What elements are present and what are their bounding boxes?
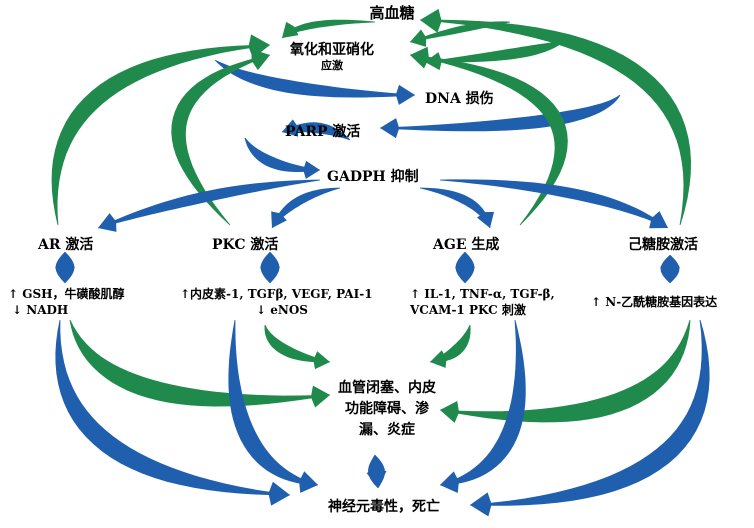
arrow-age-to-neuro-shaft <box>439 319 526 486</box>
arrow-hex-loop-to-hyper-head <box>420 8 442 33</box>
oxidative-stress-line1: 氧化和亚硝化 <box>290 42 374 58</box>
parp-node: PARP 激活 <box>285 124 361 140</box>
arrow-parp-to-gadph-shaft <box>244 137 320 172</box>
arrow-green-to-oxid-shaft <box>425 39 566 63</box>
age-effect-line2: VCAM-1 PKC 刺激 <box>410 303 526 317</box>
arrow-gadph-to-ar-head <box>98 213 117 232</box>
pkc-effect-line2: ↓ eNOS <box>256 303 308 317</box>
hexosamine-node: 己糖胺激活 <box>628 237 698 253</box>
pkc-node: PKC 激活 <box>212 237 279 253</box>
vascular-line1: 血管闭塞、内皮 <box>338 380 436 396</box>
arrow-green-to-oxid-head <box>425 52 442 71</box>
ar-effect-line2: ↓ NADH <box>12 303 69 317</box>
arrow-right-loop-to-parp-shaft <box>380 94 621 132</box>
arrow-gadph-to-pkc-head <box>271 211 287 228</box>
arrow-vascular-to-neuro-head <box>366 468 387 488</box>
ar-node: AR 激活 <box>38 237 94 253</box>
arrow-ar-loop-to-oxid-shaft <box>51 44 270 226</box>
arrow-parp-to-gadph-head <box>303 160 320 179</box>
arrow-to-parp-left-shaft <box>281 122 351 141</box>
arrow-age-to-neuro-head <box>440 471 459 493</box>
arrow-pkc-to-vascular-shaft <box>264 324 330 363</box>
arrow-ar-to-neuro-shaft <box>55 320 291 496</box>
pkc-effect-line1: ↑内皮素-1, TGFβ, VEGF, PAI-1 <box>180 287 373 301</box>
vascular-line3: 漏、炎症 <box>359 422 415 438</box>
arrow-ar-to-vascular-head <box>310 385 330 408</box>
arrow-hex-to-vascular-head <box>440 400 460 423</box>
arrow-gadph-to-age-shaft <box>420 187 491 229</box>
arrow-hex-to-neuro-shaft <box>470 319 710 506</box>
arrow-ar-down-head <box>55 263 75 283</box>
oxidative-stress-node: 氧化和亚硝化 应激 <box>290 42 374 74</box>
arrow-hex-to-neuro-head <box>470 492 492 517</box>
arrow-oxid-to-dna-head <box>395 84 415 105</box>
dna-damage-node: DNA 损伤 <box>425 91 494 107</box>
arrow-pkc-to-vascular-head <box>313 351 330 370</box>
arrow-hyper-to-oxid-right-head <box>410 29 427 47</box>
oxidative-stress-line2: 应激 <box>321 59 343 72</box>
ar-effects: ↑ GSH，牛磺酸肌醇 ↓ NADH <box>8 286 125 318</box>
arrow-gadph-to-hex-shaft <box>440 179 669 229</box>
arrow-pkc-to-neuro-head <box>299 471 318 493</box>
age-effect-line1: ↑ IL-1, TNF-α, TGF-β, <box>410 287 555 301</box>
hexosamine-effect: ↑ N-乙酰糖胺基因表达 <box>591 295 718 309</box>
age-node: AGE 生成 <box>433 237 500 253</box>
arrow-hyper-to-oxid-left-head <box>282 21 299 38</box>
ar-effect-line1: ↑ GSH，牛磺酸肌醇 <box>8 287 125 301</box>
arrow-hex-down-head <box>660 263 680 283</box>
arrow-ar-to-vascular-shaft <box>69 319 330 407</box>
arrow-ar-to-neuro-head <box>268 481 290 506</box>
arrow-pkc-loop-to-oxid-shaft <box>171 54 271 226</box>
arrow-gadph-to-age-head <box>476 211 495 228</box>
arrow-oxid-to-dna-shaft <box>214 59 415 98</box>
arrow-hex-loop-to-hyper-shaft <box>420 19 691 226</box>
arrow-pkc-down-head <box>260 263 280 283</box>
hyperglycemia-node: 高血糖 <box>369 4 415 22</box>
arrow-right-loop-to-parp-head <box>380 118 400 139</box>
vascular-line2: 功能障碍、渗 <box>345 401 429 417</box>
arrow-to-parp-left-head <box>282 119 299 137</box>
arrow-age-to-vascular-head <box>430 350 447 368</box>
age-effects: ↑ IL-1, TNF-α, TGF-β, VCAM-1 PKC 刺激 <box>410 286 555 318</box>
arrow-hyper-to-oxid-left-shaft <box>281 19 375 39</box>
arrow-age-loop-to-oxid-head <box>410 46 429 69</box>
neurotoxicity-node: 神经元毒性，死亡 <box>328 499 440 515</box>
arrow-gadph-to-pkc-shaft <box>271 187 341 229</box>
arrow-age-loop-to-oxid-shaft <box>409 54 568 226</box>
arrow-pkc-to-neuro-shaft <box>228 320 319 486</box>
arrow-gadph-to-hex-head <box>649 211 668 229</box>
arrow-age-down-head <box>455 263 475 283</box>
vascular-outcome-node: 血管闭塞、内皮 功能障碍、渗 漏、炎症 <box>338 378 436 441</box>
arrow-age-to-vascular-shaft <box>429 324 471 363</box>
gadph-node: GADPH 抑制 <box>327 169 419 185</box>
arrow-hex-to-vascular-shaft <box>440 319 691 423</box>
pkc-effects: ↑内皮素-1, TGFβ, VEGF, PAI-1 ↓ eNOS <box>180 286 373 318</box>
arrow-pkc-loop-to-oxid-head <box>251 49 270 71</box>
